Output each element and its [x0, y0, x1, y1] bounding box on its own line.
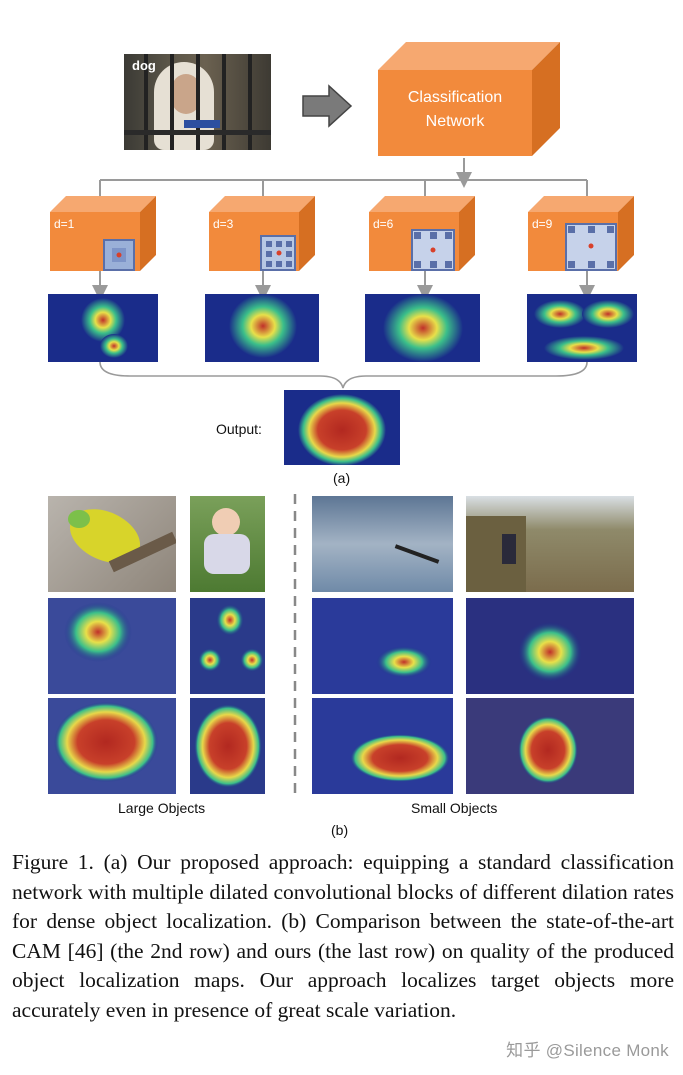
dilation-label-4: d=9 — [532, 217, 553, 231]
output-heatmap — [284, 390, 400, 465]
cam-child — [466, 598, 634, 694]
ours-seagull — [312, 698, 453, 794]
baby-photo — [190, 496, 265, 592]
network-label-line2: Network — [425, 113, 485, 130]
ours-bird — [48, 698, 176, 794]
dilation-block-d3 — [209, 196, 315, 271]
right-arrow-icon — [302, 84, 353, 128]
dilation-label-2: d=3 — [213, 217, 234, 231]
dilation-block-d9 — [528, 196, 634, 271]
input-class-label: dog — [132, 58, 156, 73]
ours-baby — [190, 698, 265, 794]
merge-brace — [99, 361, 588, 389]
output-label: Output: — [216, 421, 262, 437]
dilation-block-d6 — [369, 196, 475, 271]
network-label: Classification Network — [378, 86, 532, 134]
heatmap-d3 — [205, 294, 319, 362]
small-objects-label: Small Objects — [411, 800, 498, 816]
network-label-line1: Classification — [407, 89, 503, 106]
heatmap-d6 — [365, 294, 480, 362]
input-dog-photo: dog — [124, 54, 271, 150]
bird-photo — [48, 496, 176, 592]
child-ruins-photo — [466, 496, 634, 592]
cam-bird — [48, 598, 176, 694]
large-objects-label: Large Objects — [118, 800, 206, 816]
heatmap-d1 — [48, 294, 158, 362]
ours-heatmap-row — [48, 698, 634, 794]
watermark: 知乎 @Silence Monk — [506, 1041, 669, 1060]
cam-seagull — [312, 598, 453, 694]
dilation-label-1: d=1 — [54, 217, 75, 231]
dilation-block-d1 — [50, 196, 156, 271]
cam-baby — [190, 598, 265, 694]
dilation-diagram: d=1 d=3 d=6 d=9 — [48, 158, 637, 389]
dilation-label-3: d=6 — [373, 217, 394, 231]
heatmap-d9 — [527, 294, 637, 362]
seagull-photo — [312, 496, 453, 592]
group-divider — [293, 494, 297, 796]
figure-caption: Figure 1. (a) Our proposed approach: equ… — [12, 850, 674, 1022]
cam-heatmap-row — [48, 598, 634, 694]
ours-child — [466, 698, 634, 794]
classification-network-cube — [378, 42, 560, 156]
panel-b-label: (b) — [331, 822, 349, 838]
panel-a-label: (a) — [333, 470, 351, 486]
